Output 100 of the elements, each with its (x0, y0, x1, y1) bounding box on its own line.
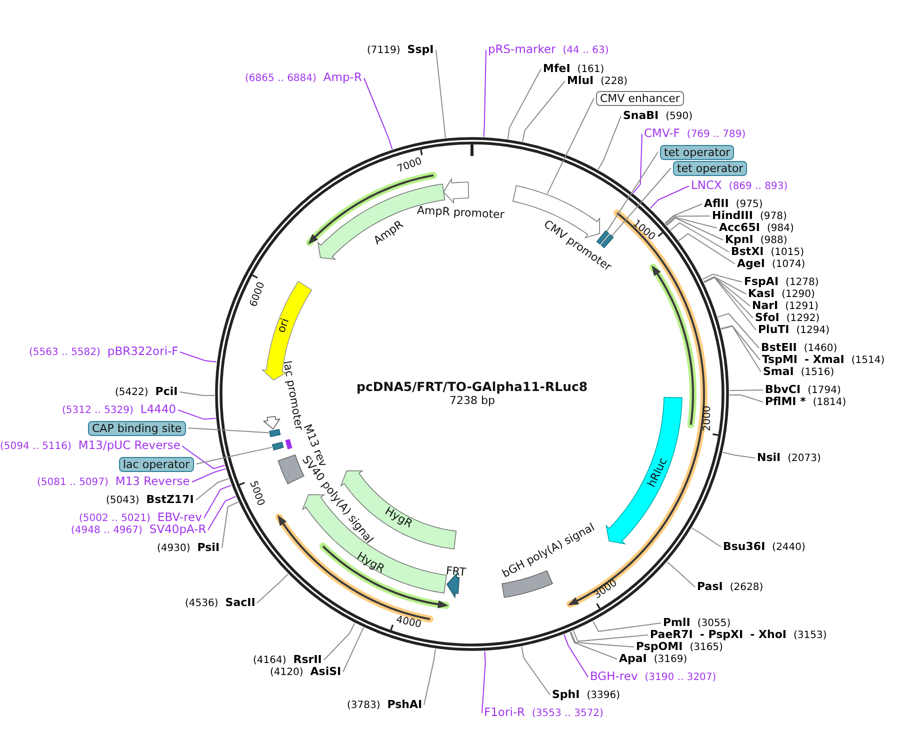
enzyme-name: PmlI (663, 616, 690, 628)
site-position: (1292) (786, 312, 820, 324)
enzyme-name: SfoI (755, 312, 780, 324)
leader-line (188, 428, 270, 434)
site-position: (1278) (786, 276, 819, 288)
primer-name: CMV-F (644, 127, 680, 139)
site-position: (228) (600, 76, 628, 88)
leader-line (606, 152, 658, 233)
enzyme-name: PasI (697, 580, 723, 592)
primer-range: (4948 .. 4967) (71, 525, 142, 537)
enzyme-name: SnaBI (623, 110, 659, 122)
site-position: (2073) (788, 452, 821, 464)
leader-line (572, 630, 648, 642)
tick-label: 4000 (396, 614, 423, 630)
site-position: (4930) (157, 542, 190, 554)
primer-name: M13 Reverse (115, 475, 190, 487)
primer-range: (3553 .. 3572) (532, 708, 604, 720)
site-position: (1814) (812, 396, 846, 408)
sequence-length: 7238 bp (450, 394, 495, 406)
enzyme-name: Acc65I (719, 222, 760, 234)
feature-label: AmpR promoter (416, 203, 504, 221)
leader-line (324, 622, 356, 660)
leader-line (598, 116, 622, 170)
leader-line (666, 216, 718, 228)
leader-line (702, 274, 742, 282)
leader-line (564, 634, 588, 678)
leader-line (678, 233, 736, 264)
enzyme-name: PspOMI (636, 640, 683, 652)
primer-range: (5002 .. 5021) (79, 513, 150, 524)
feature-tag: tet operator (673, 160, 748, 176)
leader-line (610, 168, 672, 238)
leader-line (180, 392, 215, 396)
leader-line (256, 574, 288, 604)
site-position: (984) (766, 222, 794, 234)
leader-line (208, 496, 236, 530)
enzyme-name: MfeI (543, 62, 570, 74)
enzyme-name: BstEII (761, 342, 797, 354)
primer-range: (869 .. 893) (728, 181, 788, 193)
site-position: (1015) (770, 246, 804, 258)
leader-line (482, 650, 486, 714)
primer-range: (5081 .. 5097) (37, 477, 108, 489)
primer-name: F1ori-R (484, 706, 526, 718)
primer-name: Amp-R (323, 71, 362, 83)
feature-mark (272, 442, 284, 450)
primer-range: (5094 .. 5116) (0, 441, 72, 453)
enzyme-name: MluI (567, 74, 594, 86)
leader-line (507, 68, 542, 140)
leader-line (592, 620, 662, 632)
enzyme-name: PluTI (758, 324, 790, 336)
leader-line (666, 217, 724, 240)
enzyme-name: PflMI * (765, 396, 806, 408)
enzyme-name: BstXI (731, 246, 764, 258)
enzyme-name: SspI (407, 44, 434, 56)
leader-line (664, 204, 702, 224)
leader-line (632, 134, 642, 194)
leader-line (691, 528, 722, 548)
enzyme-name: PshAI (387, 698, 422, 710)
site-position: (3396) (586, 690, 620, 702)
primer-range: (44 .. 63) (562, 45, 609, 57)
enzyme-name: SphI (552, 688, 580, 700)
plasmid-name: pcDNA5/FRT/TO-GAlpha11-RLuc8 (356, 378, 588, 394)
enzyme-name: NarI (752, 300, 778, 312)
leader-line (666, 561, 696, 588)
feature-label: ori (274, 316, 292, 334)
tick-label: 5000 (248, 480, 267, 508)
site-position: (590) (666, 110, 693, 122)
site-position: (1294) (796, 324, 830, 336)
leader-line (364, 78, 393, 150)
enzyme-name: RsrII (293, 654, 322, 666)
feature-tag: lac operator (119, 456, 194, 472)
site-position: (1514) (851, 354, 885, 366)
enzyme-name: Bsu36I (723, 540, 766, 552)
enzyme-name: ApaI (619, 652, 647, 664)
enzyme-name: AsiSI (310, 666, 342, 678)
site-position: (3169) (654, 654, 688, 666)
leader-line (483, 50, 486, 138)
enzyme-name: TspMI (762, 354, 798, 366)
leader-line (192, 468, 226, 482)
enzyme-name: BstZ17I (146, 494, 194, 506)
leader-line (196, 446, 272, 464)
site-position: (1794) (808, 384, 841, 396)
primer-range: (6865 .. 6884) (245, 73, 316, 85)
tick-label: 6000 (248, 280, 267, 308)
site-position: (988) (760, 234, 788, 246)
site-position: (3783) (347, 700, 380, 712)
site-position: (2440) (772, 542, 806, 554)
leader-line (570, 632, 618, 660)
site-position: (978) (760, 210, 787, 222)
leader-line (720, 325, 760, 360)
leader-line (182, 446, 226, 470)
primer-name: SV40pA-R (149, 523, 206, 535)
site-position: (4164) (253, 654, 286, 666)
leader-line (546, 98, 594, 194)
site-position: (2628) (730, 582, 764, 594)
site-position: (4120) (270, 666, 304, 678)
site-position: (975) (736, 198, 763, 210)
feature-tag: CMV enhancer (596, 90, 684, 106)
enzyme-name: KpnI (725, 234, 754, 246)
leader-line (342, 627, 364, 672)
enzyme-name: - XhoI (750, 628, 786, 640)
